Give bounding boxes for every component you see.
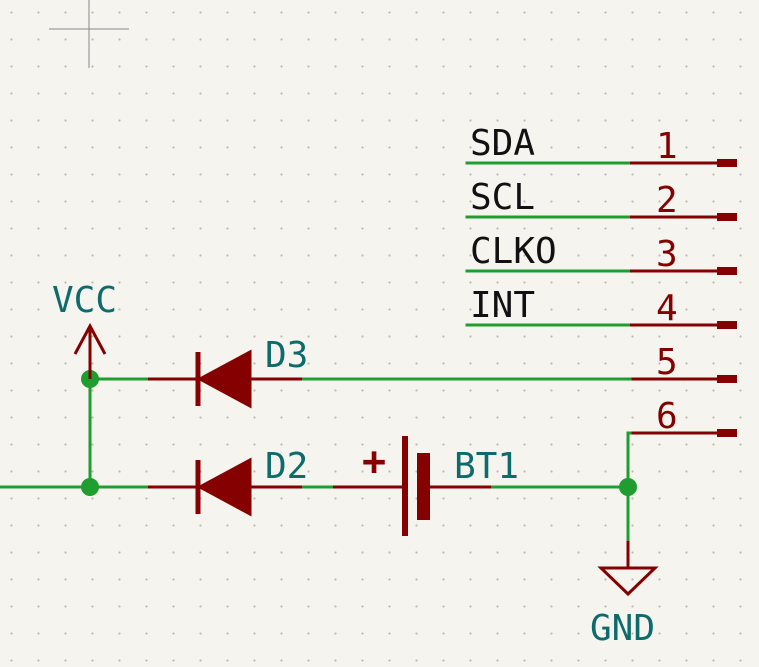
- net-label-clko: CLKO: [470, 231, 557, 272]
- pin-number-3: 3: [656, 234, 678, 275]
- vcc-arrow-icon: [73, 322, 107, 355]
- junctions: [81, 370, 637, 496]
- wire-junction-pin6[interactable]: [626, 431, 632, 489]
- pin-number-2: 2: [656, 180, 678, 221]
- battery-bt1[interactable]: [333, 436, 491, 536]
- cursor-crosshair-icon: [49, 0, 129, 68]
- pin-number-6: 6: [656, 396, 678, 437]
- diode-d2-reference: D2: [265, 446, 308, 487]
- vcc-label: VCC: [52, 280, 117, 321]
- gnd-power-symbol[interactable]: [597, 541, 659, 597]
- connector-wires: [465, 161, 632, 327]
- diode-d2[interactable]: [148, 457, 302, 517]
- junction-dot[interactable]: [81, 478, 99, 496]
- pin-end-2[interactable]: [717, 213, 737, 221]
- pin-end-3[interactable]: [717, 267, 737, 275]
- battery-plus-icon: +: [362, 439, 386, 485]
- vcc-power-symbol[interactable]: [73, 322, 107, 379]
- net-label-sda: SDA: [470, 123, 535, 164]
- pin-end-6[interactable]: [717, 429, 737, 437]
- battery-short-plate-icon: [417, 453, 430, 520]
- pin-number-5: 5: [656, 342, 678, 383]
- pin-end-4[interactable]: [717, 321, 737, 329]
- diode-d3[interactable]: [148, 349, 302, 409]
- net-label-scl: SCL: [470, 177, 535, 218]
- pin-end-5[interactable]: [717, 375, 737, 383]
- diode-d3-reference: D3: [265, 335, 308, 376]
- pin-end-1[interactable]: [717, 159, 737, 167]
- battery-bt1-reference: BT1: [454, 446, 519, 487]
- diode-d3-triangle-icon: [196, 349, 252, 409]
- net-label-int: INT: [470, 285, 535, 326]
- junction-dot[interactable]: [619, 478, 637, 496]
- connector-pins: [630, 159, 737, 437]
- pin-number-4: 4: [656, 288, 678, 329]
- gnd-triangle-icon: [597, 566, 659, 597]
- diode-d2-triangle-icon: [196, 457, 252, 517]
- gnd-label: GND: [590, 608, 655, 649]
- pin-number-1: 1: [656, 126, 678, 167]
- circuit-wires: [0, 377, 632, 543]
